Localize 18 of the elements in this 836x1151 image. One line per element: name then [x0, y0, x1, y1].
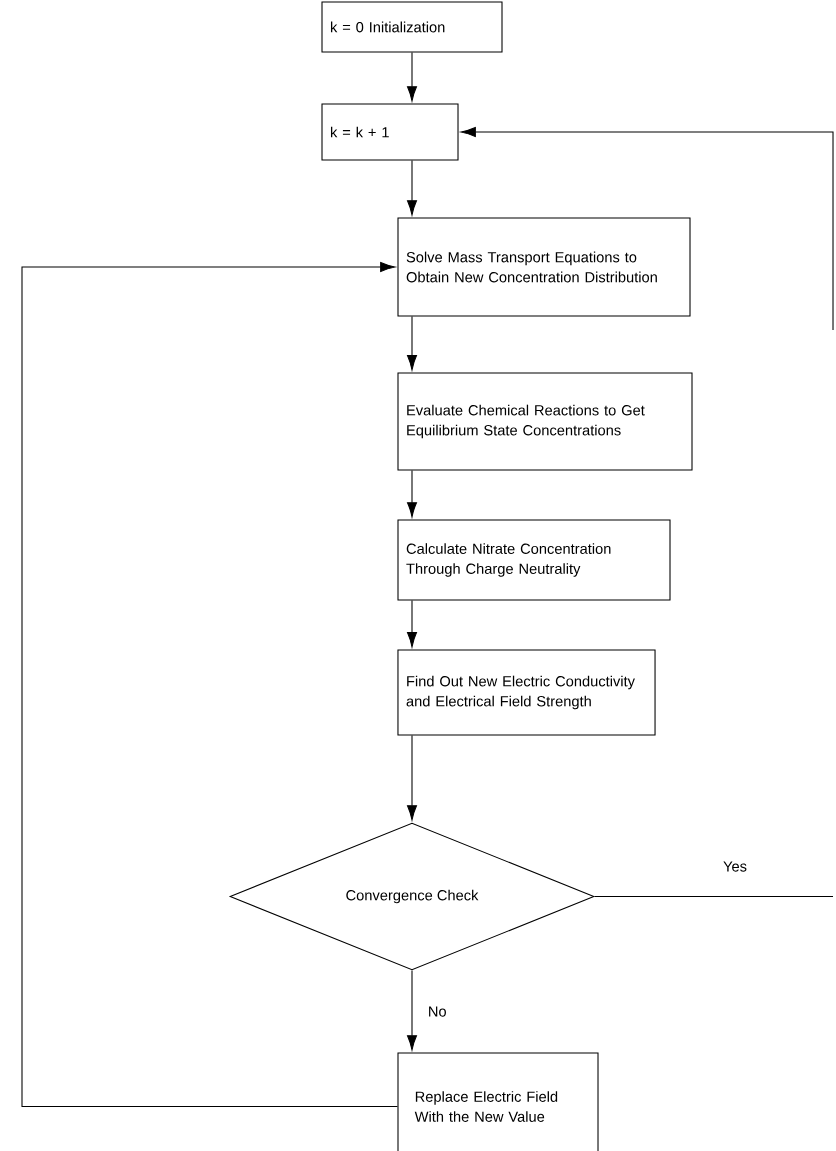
process-box: Calculate Nitrate Concentration Through Charge Neutrality — [397, 519, 671, 601]
process-box: Evaluate Chemical Reactions to Get Equilibrium State Concentrations — [397, 372, 693, 471]
arrow — [21, 262, 398, 1108]
arrow — [407, 52, 418, 102]
arrow — [407, 316, 418, 371]
process-box: Solve Mass Transport Equations to Obtain New Concentration Distribution — [397, 217, 691, 317]
arrow — [407, 470, 418, 518]
arrow — [460, 126, 834, 331]
process-box: k = 0 Initialization — [321, 1, 503, 53]
edge-label: Yes — [721, 860, 749, 873]
arrow — [407, 160, 418, 216]
arrow — [407, 735, 418, 821]
edge-label: No — [426, 1005, 448, 1018]
process-box: Replace Electric Field With the New Value — [397, 1052, 599, 1151]
process-box: k = k + 1 — [321, 103, 459, 161]
arrow — [407, 969, 418, 1051]
arrow — [407, 600, 418, 648]
process-box: Find Out New Electric Conductivity and Electrical Field Strength — [397, 649, 656, 736]
